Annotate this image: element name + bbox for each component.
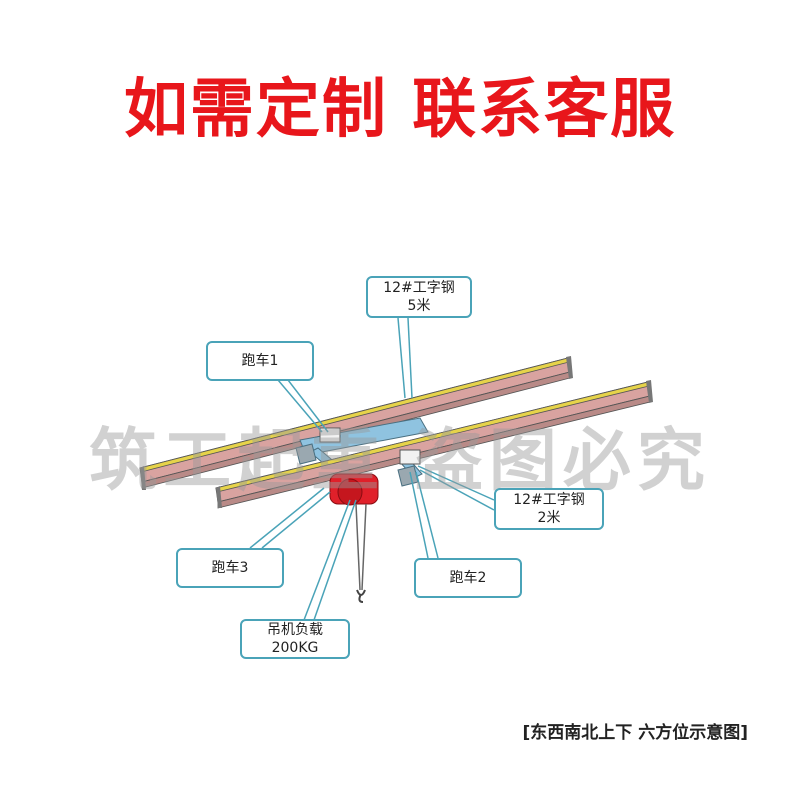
callout-hoist: 吊机负载 200KG [240,619,350,659]
callout-hoist-line1: 吊机负载 [267,622,323,638]
electric-hoist [329,473,379,603]
headline: 如需定制 联系客服 [123,73,677,147]
callout-trolley-3: 跑车3 [176,548,284,588]
callout-beam-short: 12#工字钢 2米 [494,488,604,530]
callout-trolley-1: 跑车1 [206,341,314,381]
callout-beam-short-line2: 2米 [537,510,561,526]
callout-trolley-3-label: 跑车3 [211,560,249,576]
leader-lines [249,317,495,621]
watermark: 筑工起重 盗图必究 [89,422,711,501]
callout-beam-long-line1: 12#工字钢 [383,280,455,296]
beam-lower [215,380,653,509]
callout-beam-long: 12#工字钢 5米 [366,276,472,318]
callout-hoist-line2: 200KG [271,640,319,656]
footer-caption: [东西南北上下 六方位示意图] [522,723,748,743]
callout-trolley-1-label: 跑车1 [241,353,279,369]
trolley-1 [319,427,341,443]
callout-trolley-2-label: 跑车2 [449,570,487,586]
trolley-2 [399,449,421,465]
callout-beam-long-line2: 5米 [407,298,431,314]
callout-trolley-2: 跑车2 [414,558,522,598]
callout-beam-short-line1: 12#工字钢 [513,492,585,508]
